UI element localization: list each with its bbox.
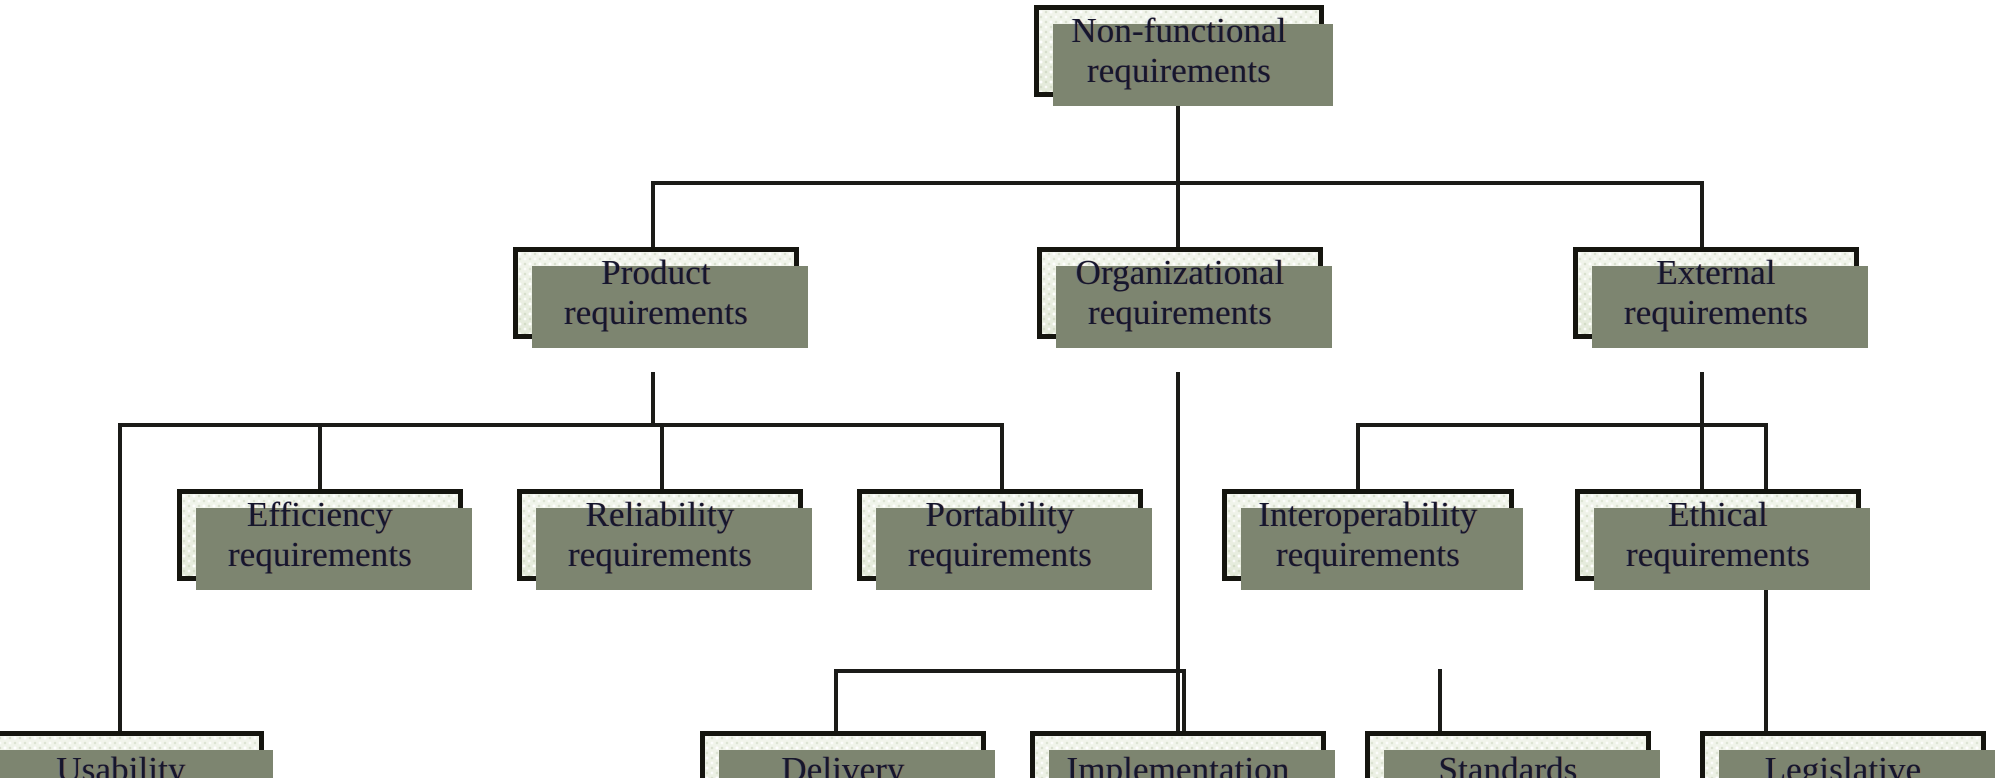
node-ethical-requirements[interactable]: Ethical requirements <box>1575 489 1870 590</box>
node-label: Legislative <box>1764 750 1922 778</box>
box-shadow <box>1592 266 1868 348</box>
node-label: Organizational requirements <box>1075 252 1285 332</box>
edge-organizational-to-implementation <box>1176 669 1180 733</box>
edge-organizational-to-standards-drop <box>1438 669 1442 733</box>
edge-organizational-to-standards <box>1182 669 1186 733</box>
node-product-requirements[interactable]: Product requirements <box>513 247 808 348</box>
box-shadow <box>536 508 812 590</box>
box-shadow <box>1241 508 1523 590</box>
box-shadow <box>1384 750 1660 778</box>
node-label: Product requirements <box>564 252 748 332</box>
node-label: Interoperability requirements <box>1258 494 1478 574</box>
box-shadow <box>1053 24 1333 106</box>
edge-product-to-portability <box>1000 423 1004 491</box>
edge-product-stem <box>651 372 655 426</box>
node-efficiency-requirements[interactable]: Efficiency requirements <box>177 489 472 590</box>
node-delivery[interactable]: Delivery <box>700 731 995 778</box>
node-label: Usability <box>56 750 186 778</box>
node-label: Delivery <box>781 750 905 778</box>
box-shadow <box>876 508 1152 590</box>
node-organizational-requirements[interactable]: Organizational requirements <box>1037 247 1332 348</box>
node-usability[interactable]: Usability <box>0 731 273 778</box>
node-external-requirements[interactable]: External requirements <box>1573 247 1868 348</box>
box-shadow <box>196 508 472 590</box>
node-label: Ethical requirements <box>1626 494 1810 574</box>
node-legislative[interactable]: Legislative <box>1700 731 1995 778</box>
node-label: Reliability requirements <box>568 494 752 574</box>
node-standards[interactable]: Standards <box>1365 731 1660 778</box>
edge-product-to-reliability <box>660 423 664 491</box>
edge-root-to-external <box>1700 181 1704 291</box>
edge-product-to-usability <box>118 423 122 733</box>
box-shadow <box>1056 266 1332 348</box>
node-label: External requirements <box>1624 252 1808 332</box>
box-shadow <box>1594 508 1870 590</box>
edge-external-stem <box>1700 372 1704 426</box>
edge-organizational-stem <box>1176 372 1180 672</box>
edge-external-to-ethical <box>1700 423 1704 491</box>
edge-product-to-efficiency <box>318 423 322 491</box>
edge-root-to-organizational <box>1176 181 1180 291</box>
edge-bus-organizational <box>834 669 1186 673</box>
box-shadow <box>0 750 273 778</box>
node-implementation[interactable]: Implementation <box>1030 731 1335 778</box>
node-portability-requirements[interactable]: Portability requirements <box>857 489 1152 590</box>
edge-bus-product <box>118 423 1004 427</box>
node-label: Standards <box>1438 750 1578 778</box>
node-label: Non-functional requirements <box>1071 10 1287 90</box>
box-shadow <box>719 750 995 778</box>
edge-organizational-to-delivery <box>834 669 838 733</box>
edge-root-to-product <box>651 181 655 291</box>
node-reliability-requirements[interactable]: Reliability requirements <box>517 489 812 590</box>
edge-bus-external <box>1356 423 1768 427</box>
node-interoperability-requirements[interactable]: Interoperability requirements <box>1222 489 1523 590</box>
node-label: Efficiency requirements <box>228 494 412 574</box>
edge-root-stem <box>1176 96 1180 184</box>
box-shadow <box>532 266 808 348</box>
edge-external-to-interoperability <box>1356 423 1360 491</box>
node-label: Implementation <box>1066 750 1290 778</box>
box-shadow <box>1719 750 1995 778</box>
box-shadow <box>1049 750 1335 778</box>
node-label: Portability requirements <box>908 494 1092 574</box>
node-non-functional-requirements[interactable]: Non-functional requirements <box>1034 5 1333 106</box>
